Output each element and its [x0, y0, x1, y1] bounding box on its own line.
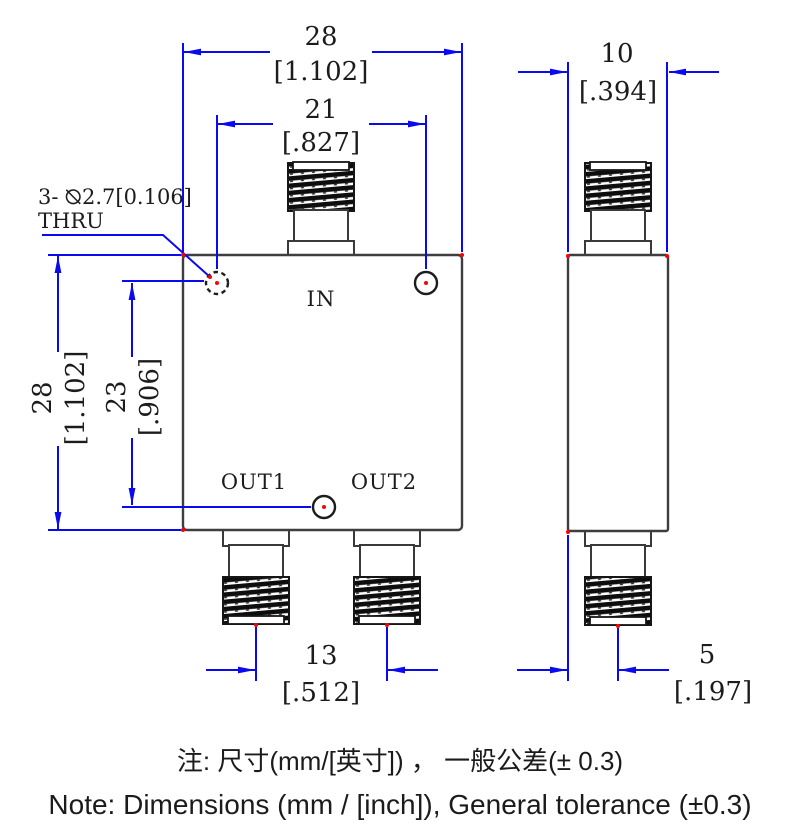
dim-hole-offset-mm: 23 — [102, 380, 132, 413]
dim-front-height: 28 [1.102] — [28, 254, 181, 531]
dim-front-width: 28 [1.102] — [182, 22, 463, 252]
dim-side-depth: 10 [.394] — [518, 39, 719, 252]
note-chinese: 注: 尺寸(mm/[英寸]) ， 一般公差(± 0.3) — [176, 746, 624, 776]
port-label-out2: OUT2 — [351, 470, 417, 494]
dim-out-span-mm: 13 — [304, 641, 337, 671]
dim-out-span-inch: [.512] — [282, 678, 360, 708]
dim-side-center-offset: 5 [.197] — [517, 535, 752, 707]
hole-callout-thru-text: THRU — [38, 209, 104, 233]
dim-hole-offset: 23 [.906] — [102, 280, 311, 508]
dim-front-height-mm: 28 — [28, 381, 58, 414]
dim-port-span-mm: 21 — [304, 95, 337, 125]
dim-port-span: 21 [.827] — [216, 95, 427, 269]
front-view-body — [181, 253, 464, 532]
sma-connector-side-top — [584, 161, 652, 257]
sma-connector-out1 — [222, 528, 290, 625]
sma-connector-out2 — [353, 528, 421, 625]
notes-block: 注: 尺寸(mm/[英寸]) ， 一般公差(± 0.3) Note: Dimen… — [0, 745, 800, 822]
dimension-drawing: IN OUT1 OUT2 28 [1.102] 21 [.827] 28 [1.… — [28, 22, 752, 708]
hole-callout: 3- ⦰2.7[0.106] THRU — [38, 185, 211, 278]
cad-definition-points — [181, 253, 669, 628]
dim-port-span-inch: [.827] — [282, 128, 360, 158]
note-english: Note: Dimensions (mm / [inch]), General … — [48, 789, 752, 820]
hole-callout-text: 3- ⦰2.7[0.106] — [38, 185, 192, 209]
dim-front-height-inch: [1.102] — [61, 351, 91, 446]
side-view-body — [566, 253, 670, 533]
sma-connector-side-bottom — [584, 528, 652, 626]
dim-side-depth-inch: [.394] — [579, 77, 657, 107]
port-label-in: IN — [307, 287, 336, 311]
dim-hole-offset-inch: [.906] — [135, 358, 165, 436]
dim-front-width-mm: 28 — [304, 22, 337, 52]
dim-out-span: 13 [.512] — [206, 627, 438, 708]
dim-front-width-inch: [1.102] — [274, 57, 369, 87]
dim-side-depth-mm: 10 — [600, 39, 633, 69]
sma-connector-in — [287, 161, 355, 257]
port-label-out1: OUT1 — [221, 470, 287, 494]
dim-side-center-offset-mm: 5 — [699, 640, 716, 670]
dim-side-center-offset-inch: [.197] — [674, 677, 752, 707]
